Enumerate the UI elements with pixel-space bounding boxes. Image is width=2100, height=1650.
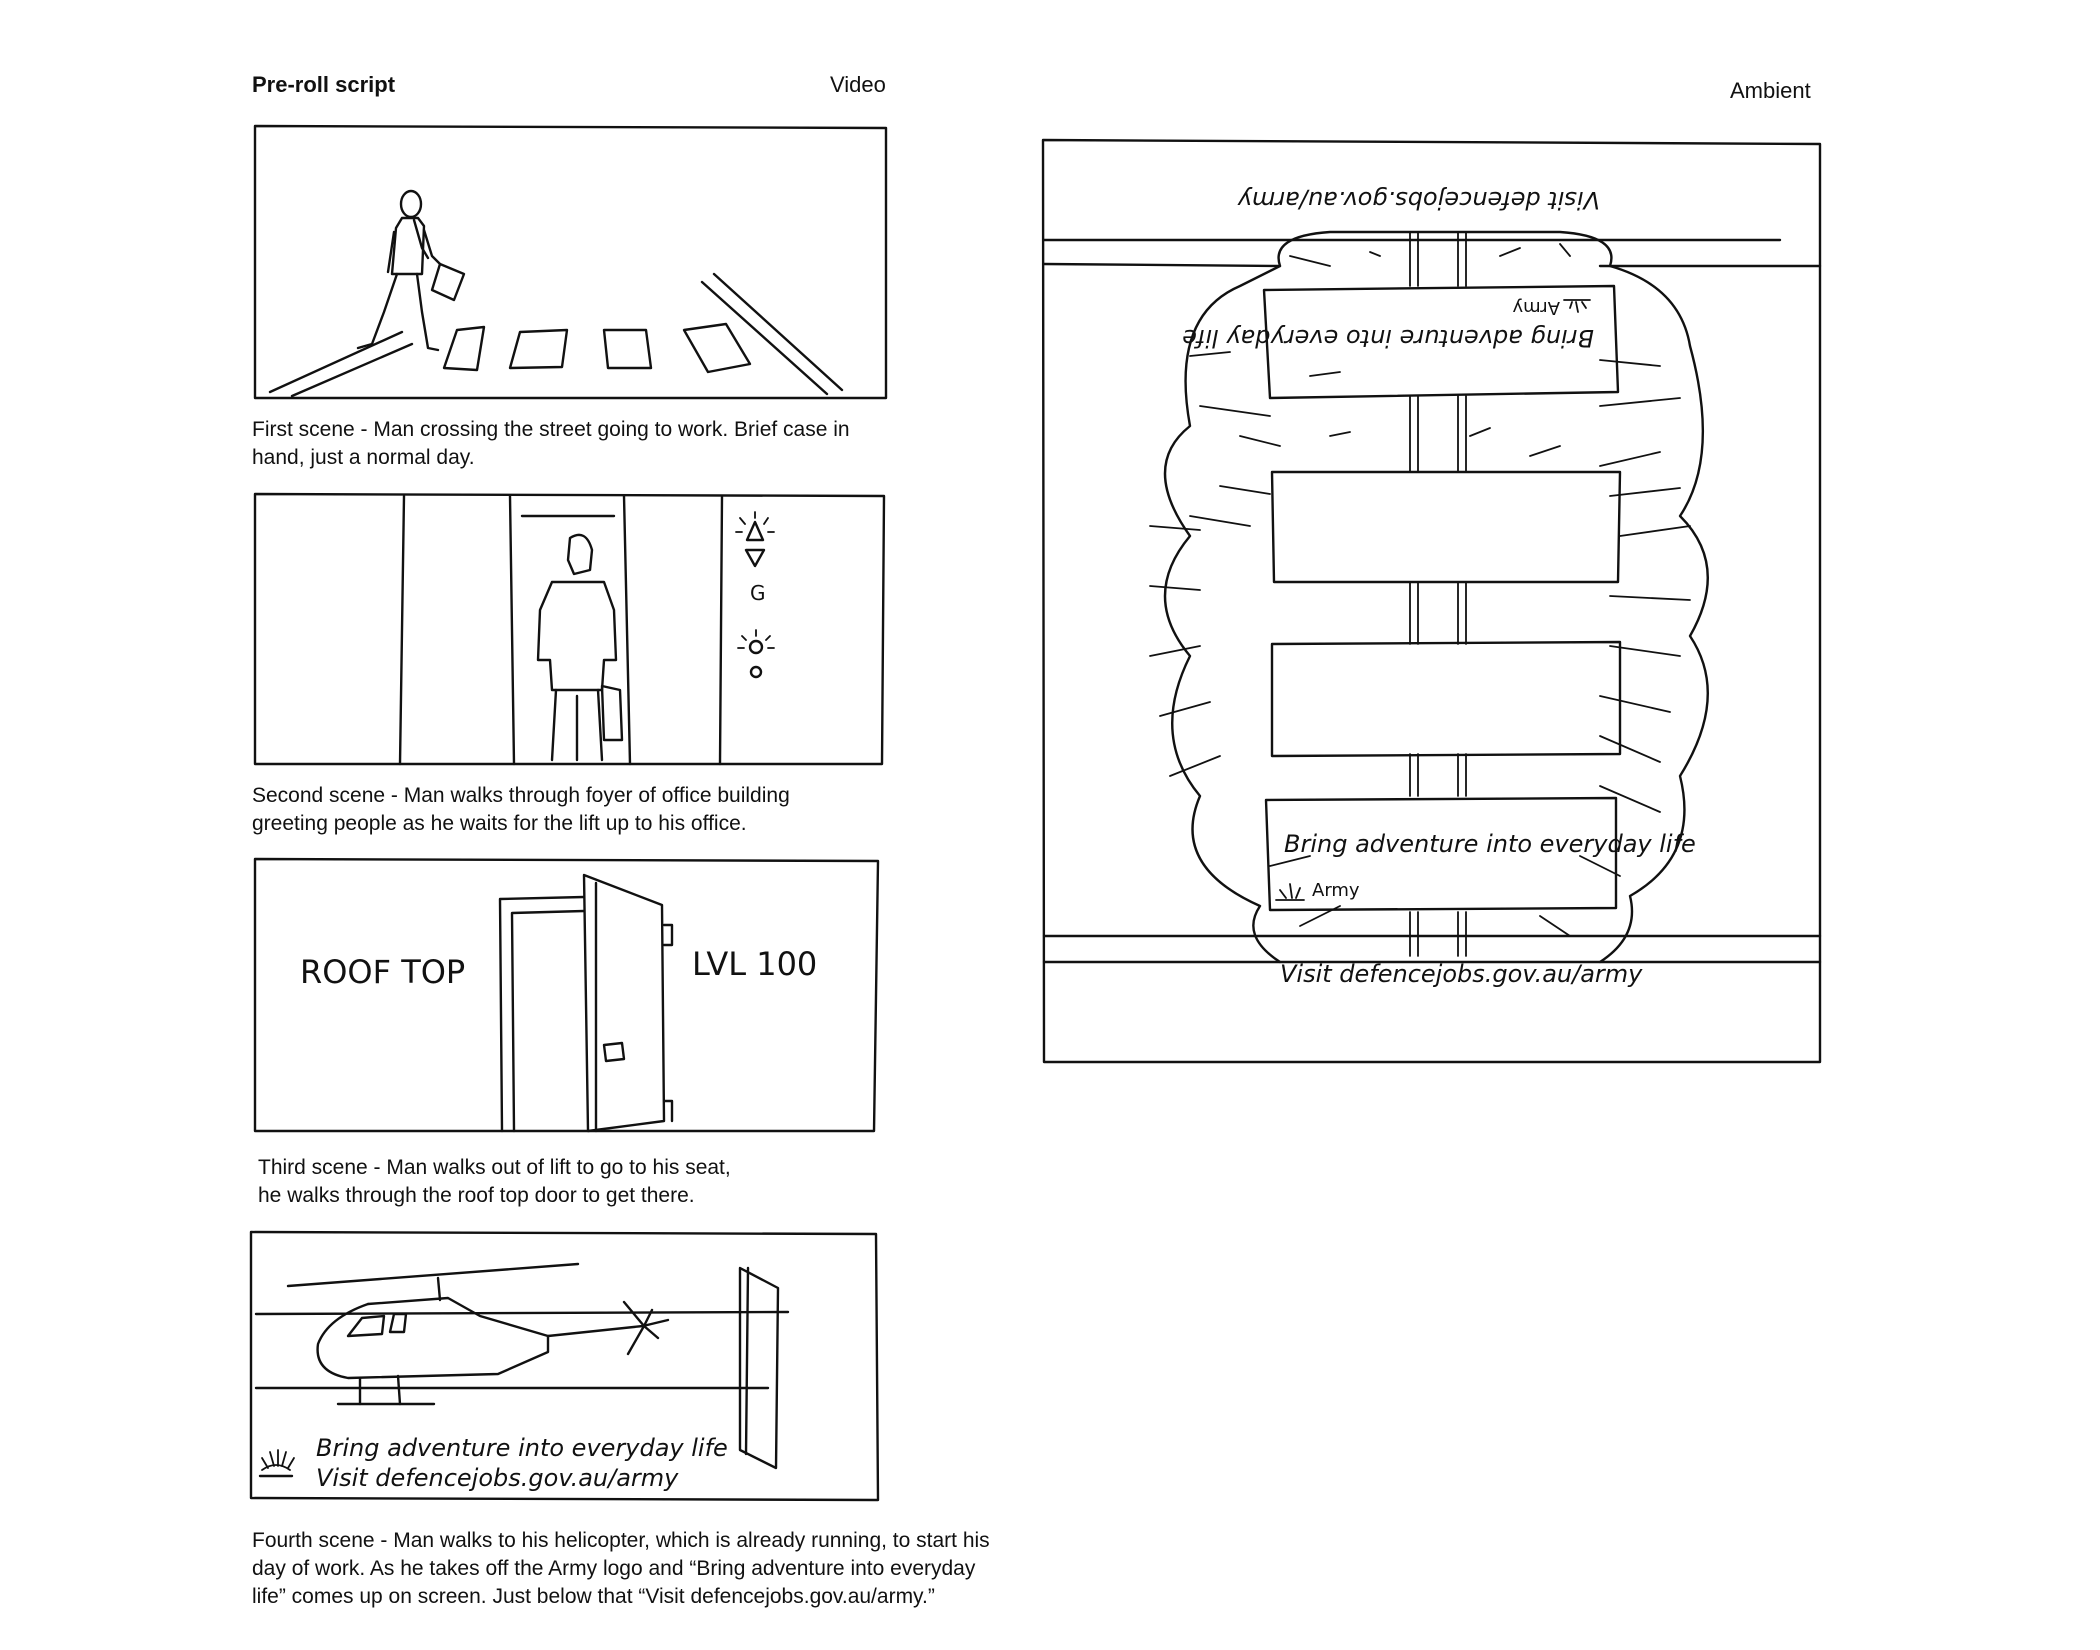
ambient-column-label: Ambient — [1730, 78, 1811, 103]
video-column-label: Video — [830, 72, 886, 97]
scene-2-caption: Second scene - Man walks through foyer o… — [252, 784, 790, 835]
ambient-url-top: Visit defencejobs.gov.au/army — [1237, 186, 1600, 214]
down-arrow-icon — [744, 548, 766, 568]
lift-button-icon — [749, 665, 763, 679]
helicopter-window-icon — [346, 1314, 386, 1338]
ambient-sign-bottom: Bring adventure into everyday life Army — [1264, 796, 1696, 912]
army-logo-icon — [1563, 299, 1591, 313]
ambient-tagline-top: Bring adventure into everyday life — [1182, 324, 1594, 352]
ambient-url-bottom: Visit defencejobs.gov.au/army — [1280, 960, 1643, 988]
roof-top-door — [498, 873, 674, 1133]
crosswalk-tile — [442, 325, 486, 372]
man-at-lift-figure — [536, 533, 624, 762]
scene-1-caption: First scene - Man crossing the street go… — [252, 418, 850, 469]
briefcase-icon — [600, 684, 624, 742]
ambient-logo-bottom: Army — [1312, 880, 1360, 901]
ambient-sign-blank-1 — [1270, 470, 1622, 584]
scene-4-sketch: Bring adventure into everyday life Visit… — [248, 1228, 888, 1508]
crosswalk-tile — [602, 328, 653, 370]
scene-1-sketch — [252, 122, 892, 404]
motion-lines — [1149, 243, 1691, 937]
ambient-sketch: Bring adventure into everyday life Army … — [1040, 136, 1830, 1076]
ambient-sign-top: Bring adventure into everyday life Army — [1182, 284, 1620, 400]
heli-url: Visit defencejobs.gov.au/army — [316, 1464, 679, 1492]
road-line-left — [268, 330, 404, 394]
lift-floor-label: G — [750, 581, 766, 605]
crosswalk-tile — [508, 328, 569, 370]
helicopter-figure — [286, 1262, 670, 1406]
scene-4-caption: Fourth scene - Man walks to his helicopt… — [252, 1529, 990, 1608]
army-logo-icon — [258, 1449, 295, 1478]
scene-3-caption: Third scene - Man walks out of lift to g… — [258, 1156, 731, 1207]
ambient-logo-top: Army — [1512, 297, 1560, 318]
roof-door — [738, 1266, 780, 1470]
briefcase-icon — [430, 262, 466, 302]
scene-3-sketch: ROOF TOP LVL 100 — [252, 855, 892, 1140]
crosswalk-tile — [682, 322, 752, 374]
ambient-url-top-group: Visit defencejobs.gov.au/army — [1237, 186, 1600, 214]
lift-indicator-panel: G — [735, 511, 775, 679]
scene-2-sketch: G — [252, 490, 892, 770]
lvl-100-label: LVL 100 — [692, 945, 817, 983]
lift-light-icon — [748, 639, 764, 655]
ambient-blob-outline — [1163, 230, 1709, 964]
roof-top-label: ROOF TOP — [300, 953, 465, 991]
heli-tagline: Bring adventure into everyday life — [316, 1434, 728, 1462]
page-title: Pre-roll script — [252, 72, 396, 97]
ambient-tagline-bottom: Bring adventure into everyday life — [1284, 830, 1696, 858]
walking-man-figure — [356, 189, 466, 352]
door-handle-icon — [602, 1041, 626, 1063]
up-arrow-icon — [745, 520, 765, 542]
ambient-sign-blank-2 — [1270, 640, 1622, 758]
army-logo-icon — [1275, 883, 1305, 901]
